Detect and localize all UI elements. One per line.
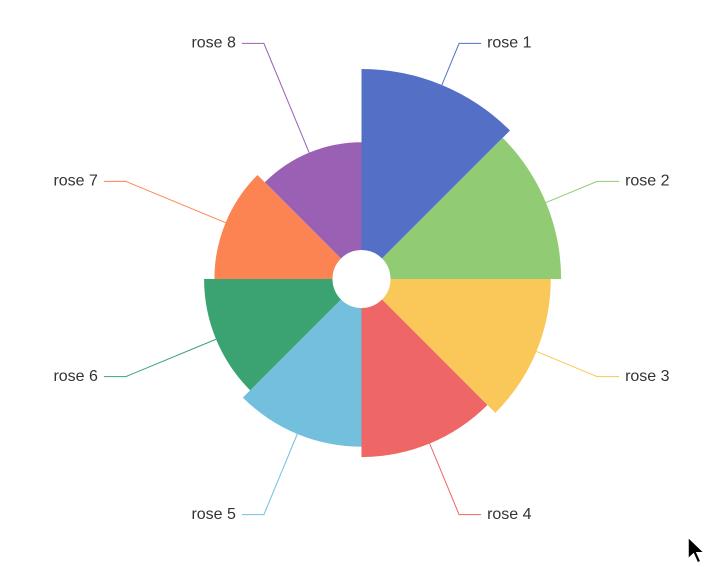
rose-slice-7[interactable] <box>214 174 341 279</box>
slice-label-2: rose 2 <box>625 173 670 190</box>
leader-line-2 <box>545 180 620 204</box>
leader-line-4 <box>429 443 482 516</box>
rose-slice-8[interactable] <box>264 142 362 259</box>
rose-slice-5[interactable] <box>242 299 362 447</box>
rose-slice-6[interactable] <box>204 279 341 391</box>
slice-label-6: rose 6 <box>53 368 98 385</box>
leader-line-7 <box>103 180 226 224</box>
slice-label-5: rose 5 <box>191 506 236 523</box>
slices <box>204 69 562 458</box>
slice-label-1: rose 1 <box>487 35 532 52</box>
rose-slice-3[interactable] <box>382 279 551 413</box>
mouse-cursor-icon <box>687 536 707 564</box>
slice-label-7: rose 7 <box>53 173 98 190</box>
slice-labels: rose 1 rose 2 rose 3 rose 4 rose 5 rose 6 rose… <box>53 35 669 523</box>
leader-lines <box>103 42 620 516</box>
leader-line-3 <box>536 350 620 378</box>
rose-slice-4[interactable] <box>361 299 488 458</box>
slice-label-4: rose 4 <box>487 506 532 523</box>
leader-line-8 <box>241 42 310 153</box>
rose-slice-1[interactable] <box>361 69 510 259</box>
leader-line-1 <box>441 42 482 86</box>
slice-label-3: rose 3 <box>625 368 670 385</box>
slice-label-8: rose 8 <box>191 35 236 52</box>
leader-line-6 <box>103 338 217 378</box>
leader-line-5 <box>241 433 298 516</box>
rose-slice-2[interactable] <box>382 137 562 279</box>
